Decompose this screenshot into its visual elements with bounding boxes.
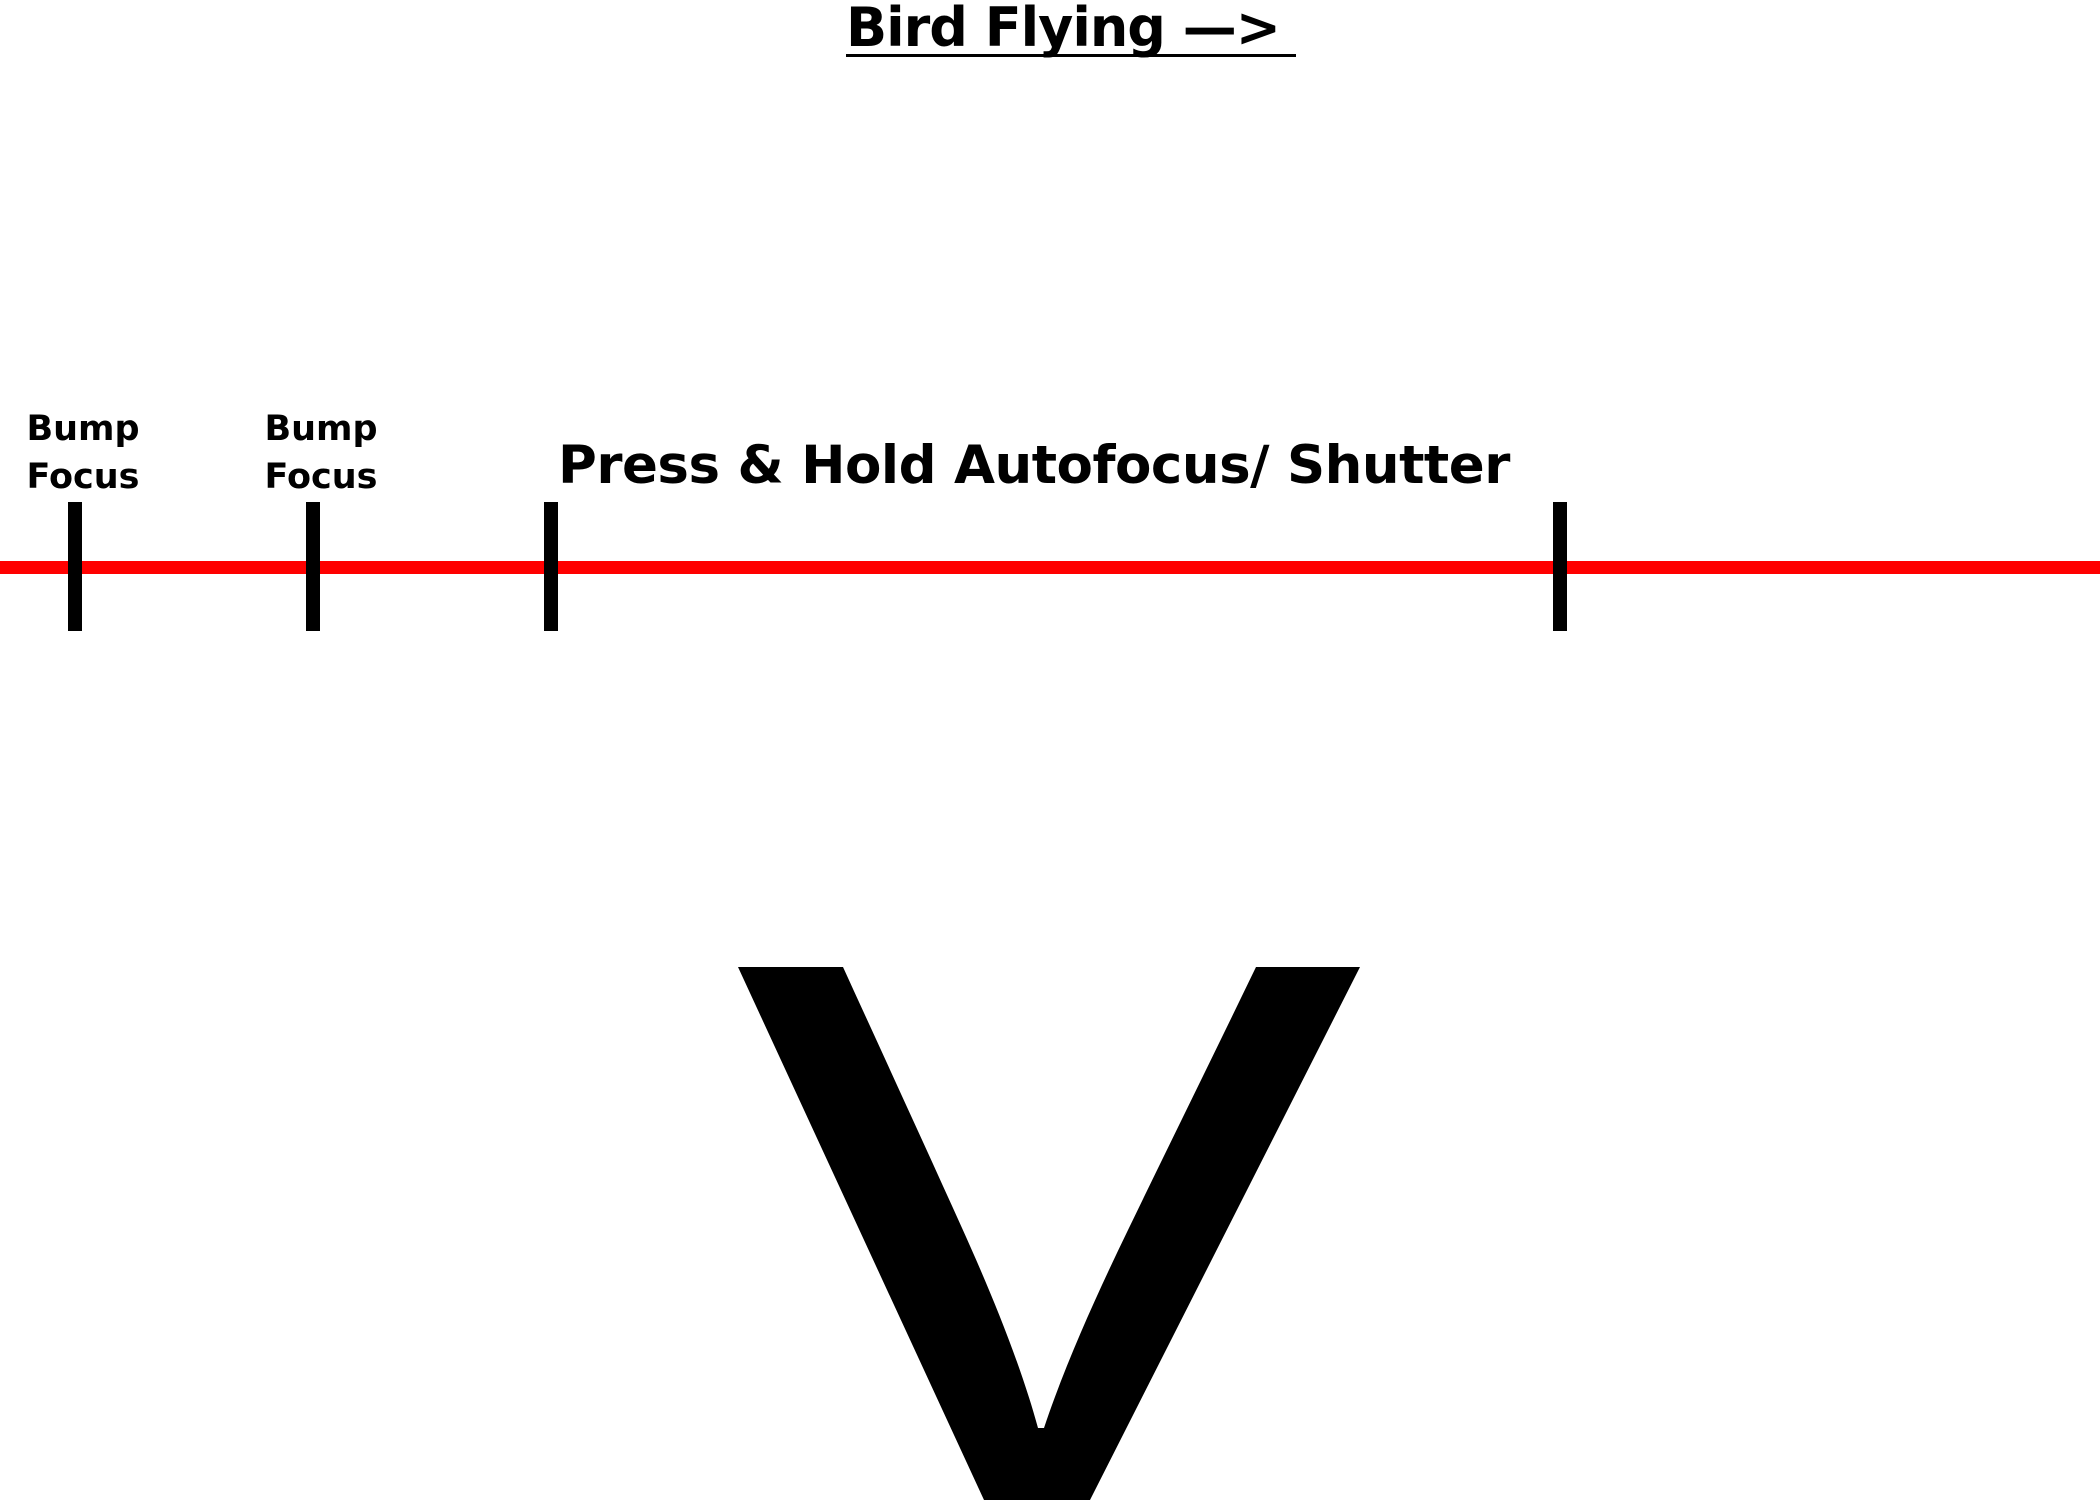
bump-label-line1: Bump <box>26 409 140 449</box>
bump-focus-label-1: Bump Focus <box>18 405 148 501</box>
title-underline <box>846 54 1296 57</box>
press-hold-label: Press & Hold Autofocus/ Shutter <box>558 435 1510 496</box>
timeline-marker-press-end <box>1553 502 1567 631</box>
timeline-line <box>0 561 2100 574</box>
timeline-marker-press-start <box>544 502 558 631</box>
timeline-marker-bump-focus-1 <box>68 502 82 631</box>
bump-focus-label-2: Bump Focus <box>256 405 386 501</box>
focus-label-line2: Focus <box>26 457 140 497</box>
timeline-marker-bump-focus-2 <box>306 502 320 631</box>
bump-label-line1: Bump <box>264 409 378 449</box>
focus-label-line2: Focus <box>264 457 378 497</box>
page-title: Bird Flying —> <box>846 0 1281 59</box>
